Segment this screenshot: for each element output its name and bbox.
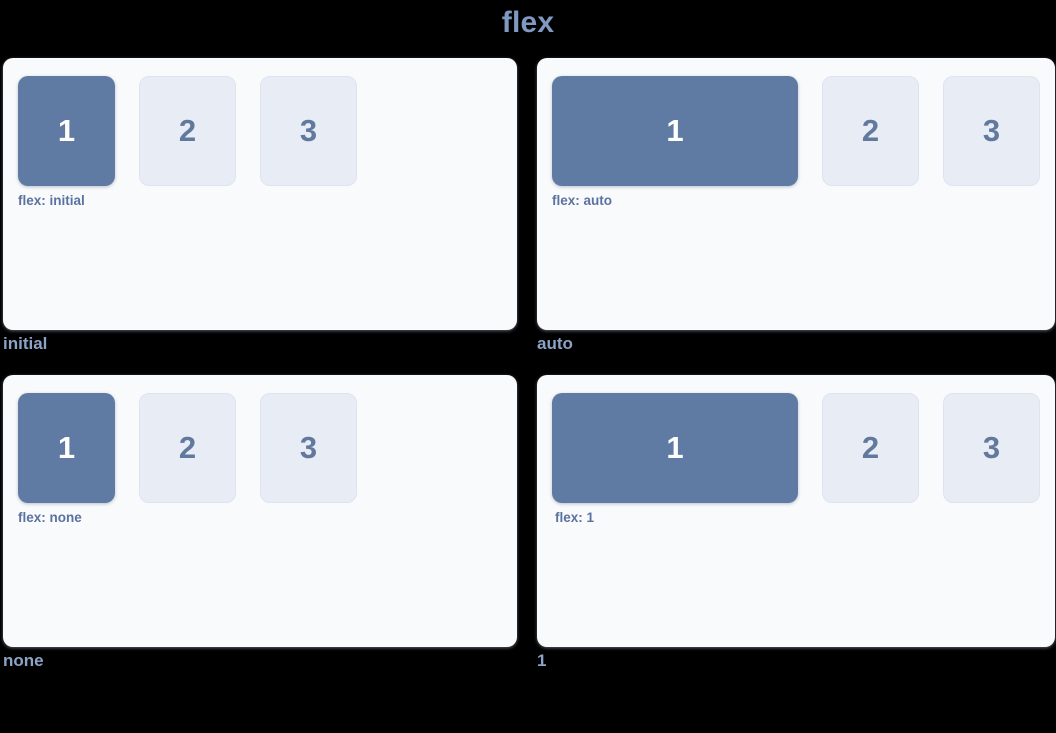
- flex-item-2[interactable]: 2: [822, 393, 919, 503]
- flex-property-label: flex: auto: [552, 193, 613, 208]
- flex-item-1[interactable]: 1: [18, 393, 115, 503]
- flex-item-2[interactable]: 2: [139, 76, 236, 186]
- flex-container-one: 1 2 3: [552, 393, 1040, 503]
- demo-caption-initial: initial: [3, 334, 48, 353]
- demo-card-none: 1 2 3 flex: none: [3, 375, 517, 647]
- flex-container-auto: 1 2 3: [552, 76, 1040, 186]
- demo-cell-one: 1 2 3 flex: 1 1: [537, 375, 1055, 672]
- demo-card-auto: 1 2 3 flex: auto: [537, 58, 1055, 330]
- flex-item-1[interactable]: 1: [18, 76, 115, 186]
- flex-item-3[interactable]: 3: [260, 393, 357, 503]
- demo-card-one: 1 2 3 flex: 1: [537, 375, 1055, 647]
- demo-card-initial: 1 2 3 flex: initial: [3, 58, 517, 330]
- flex-item-1[interactable]: 1: [552, 393, 798, 503]
- flex-property-label: flex: none: [18, 510, 82, 525]
- flex-container-initial: 1 2 3: [18, 76, 502, 186]
- flex-item-1[interactable]: 1: [552, 76, 798, 186]
- demo-caption-one: 1: [537, 651, 547, 670]
- page-title: flex: [501, 6, 555, 39]
- demo-cell-auto: 1 2 3 flex: auto auto: [537, 58, 1055, 355]
- demo-grid: 1 2 3 flex: initial initial 1 2 3 flex: …: [3, 58, 1055, 672]
- demo-caption-none: none: [3, 651, 44, 670]
- demo-caption-auto: auto: [537, 334, 573, 353]
- flex-property-label: flex: initial: [18, 193, 85, 208]
- demo-cell-none: 1 2 3 flex: none none: [3, 375, 517, 672]
- flex-item-2[interactable]: 2: [139, 393, 236, 503]
- flex-container-none: 1 2 3: [18, 393, 502, 503]
- flex-item-3[interactable]: 3: [943, 393, 1040, 503]
- flex-item-3[interactable]: 3: [943, 76, 1040, 186]
- flex-item-2[interactable]: 2: [822, 76, 919, 186]
- flex-property-label: flex: 1: [555, 510, 595, 525]
- demo-cell-initial: 1 2 3 flex: initial initial: [3, 58, 517, 355]
- flex-item-3[interactable]: 3: [260, 76, 357, 186]
